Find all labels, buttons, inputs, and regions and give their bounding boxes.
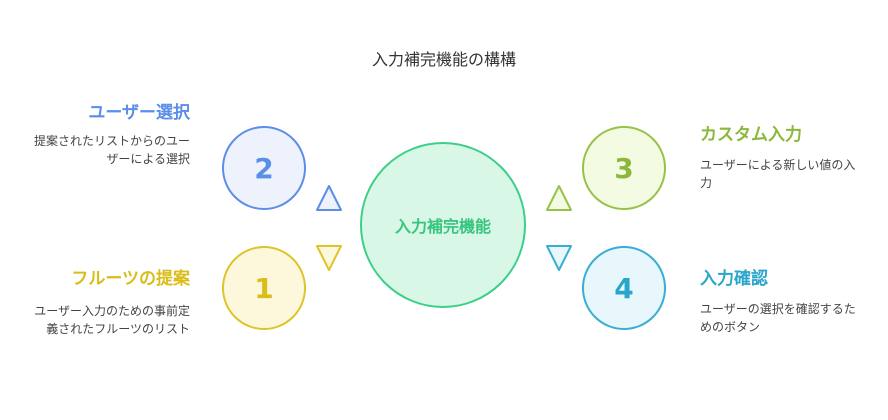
step-3-heading: カスタム入力 — [700, 125, 802, 145]
triangle-up-green-icon — [546, 185, 572, 211]
step-2-description: 提案されたリストからのユーザーによる選択 — [33, 134, 190, 166]
triangle-down-yellow-icon — [316, 245, 342, 271]
step-4-number: 4 — [614, 271, 634, 305]
step-2-circle: 2 — [222, 126, 306, 210]
step-3-circle: 3 — [582, 126, 666, 210]
step-1-number: 1 — [254, 271, 274, 305]
center-label: 入力補完機能 — [394, 217, 491, 236]
step-1-heading: フルーツの提案 — [71, 269, 190, 289]
triangle-up-blue-icon — [316, 185, 342, 211]
step-2-heading: ユーザー選択 — [88, 103, 190, 123]
triangle-down-cyan-icon — [546, 245, 572, 271]
step-4-heading: 入力確認 — [700, 269, 768, 289]
step-2-number: 2 — [254, 151, 274, 185]
step-1-description: ユーザー入力のための事前定義されたフルーツのリスト — [34, 304, 190, 336]
step-1-circle: 1 — [222, 246, 306, 330]
diagram-title: 入力補完機能の構構 — [371, 50, 516, 69]
step-4-circle: 4 — [582, 246, 666, 330]
step-3-description: ユーザーによる新しい値の入力 — [700, 158, 856, 190]
step-4-description: ユーザーの選択を確認するためのボタン — [700, 302, 856, 334]
center-node: 入力補完機能 — [360, 142, 526, 308]
step-3-number: 3 — [614, 151, 634, 185]
